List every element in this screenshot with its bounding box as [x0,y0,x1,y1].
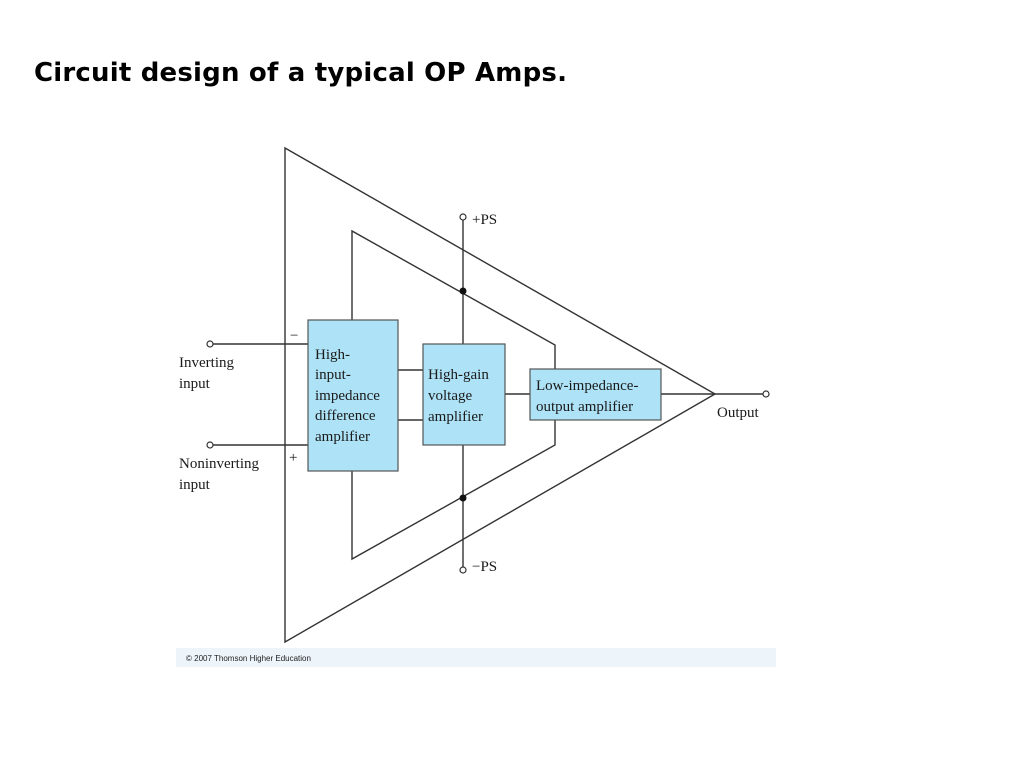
op-amp-diagram: High- input- impedance difference amplif… [179,146,770,644]
output-terminal [762,390,770,398]
slide-title: Circuit design of a typical OP Amps. [34,58,568,88]
noninverting-input-label: Noninverting input [179,456,263,493]
inverting-input-line-1: Inverting [179,355,234,371]
difference-amplifier-line-1: High- [315,347,350,363]
voltage-amplifier-label: High-gain voltage amplifier [428,367,493,425]
voltage-amplifier-line-1: High-gain [428,367,489,383]
negative-supply-terminal [459,566,467,574]
output-amplifier-block [529,368,662,421]
difference-amplifier-line-5: amplifier [315,429,370,445]
difference-amplifier-label: High- input- impedance difference amplif… [315,347,384,445]
difference-amplifier-line-3: impedance [315,388,380,404]
voltage-amplifier-line-2: voltage [428,388,472,404]
negative-supply-junction [459,494,467,502]
positive-supply-terminal [459,213,467,221]
voltage-amplifier-block [422,343,506,446]
difference-amplifier-line-2: input- [315,367,351,383]
outer-triangle [284,146,717,644]
positive-supply-junction [459,287,467,295]
inverting-input-line-2: input [179,376,211,392]
inner-outline [351,229,556,372]
difference-amplifier-block [307,319,399,472]
inner-outline-bottom [351,420,556,561]
inverting-input-terminal [206,340,214,348]
noninverting-input-line-2: input [179,477,211,493]
plus-sign: + [289,450,297,466]
output-label: Output [717,405,760,421]
output-amplifier-label: Low-impedance- output amplifier [536,378,642,415]
noninverting-input-terminal [206,441,214,449]
output-amplifier-line-1: Low-impedance- [536,378,638,394]
output-amplifier-line-2: output amplifier [536,399,633,415]
copyright-bar [176,648,776,667]
negative-supply-label: −PS [472,559,497,575]
copyright-text: © 2007 Thomson Higher Education [186,654,311,663]
difference-amplifier-line-4: difference [315,408,376,424]
minus-sign: − [290,328,298,344]
positive-supply-label: +PS [472,212,497,228]
inverting-input-label: Inverting input [179,355,238,392]
voltage-amplifier-line-3: amplifier [428,409,483,425]
noninverting-input-line-1: Noninverting [179,456,259,472]
